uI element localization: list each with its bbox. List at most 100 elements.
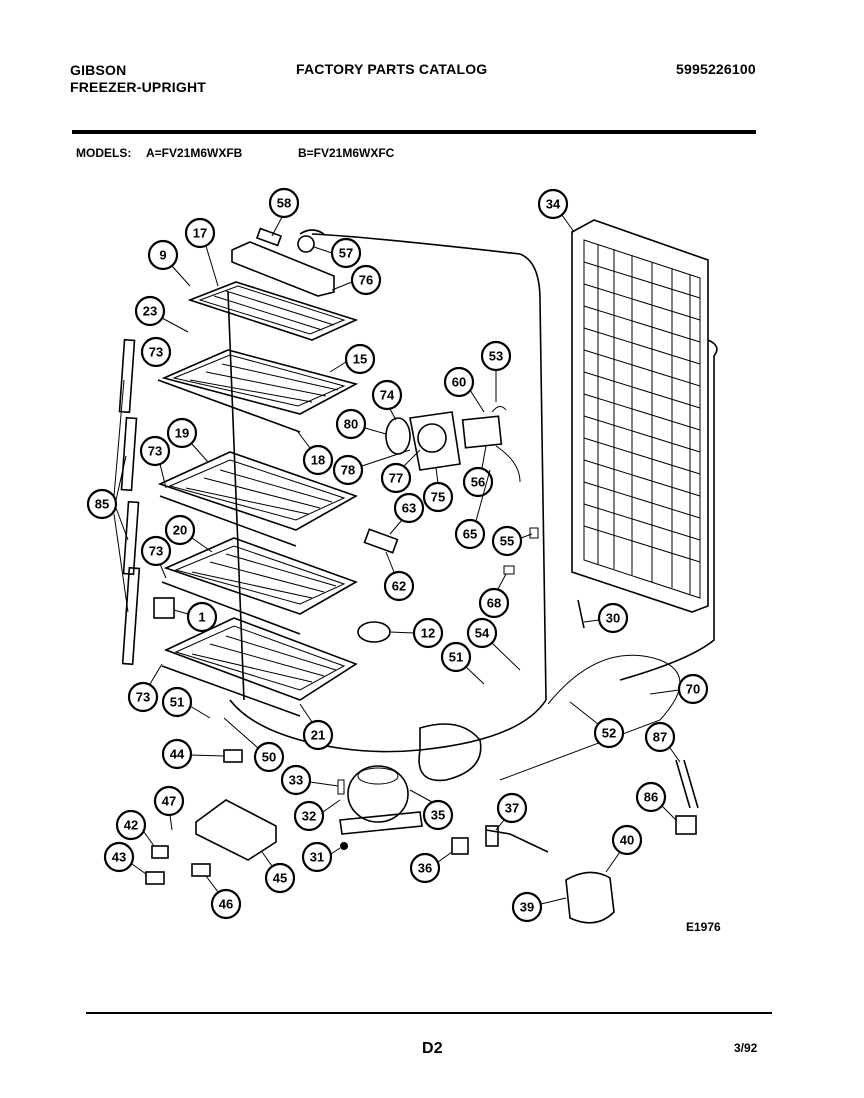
- svg-text:51: 51: [170, 695, 184, 710]
- catalog-number: 5995226100: [676, 61, 756, 77]
- page-code: D2: [422, 1040, 443, 1057]
- svg-text:33: 33: [289, 773, 303, 788]
- svg-text:73: 73: [148, 444, 162, 459]
- callout-30: 30: [583, 602, 629, 634]
- callout-20: 20: [164, 514, 213, 553]
- svg-text:23: 23: [143, 304, 157, 319]
- callout-78: 78: [332, 449, 411, 486]
- evaporator-panel: [571, 219, 718, 681]
- callout-35: 35: [409, 789, 454, 831]
- svg-text:9: 9: [159, 248, 166, 263]
- callout-73a: 73: [140, 336, 172, 368]
- svg-text:55: 55: [500, 534, 514, 549]
- svg-text:42: 42: [124, 818, 138, 833]
- svg-text:50: 50: [262, 750, 276, 765]
- callout-17: 17: [184, 217, 219, 287]
- callout-75: 75: [422, 467, 454, 513]
- svg-text:75: 75: [431, 490, 445, 505]
- svg-text:52: 52: [602, 726, 616, 741]
- callout-70: 70: [649, 673, 709, 705]
- callout-77: 77: [380, 449, 421, 494]
- svg-text:60: 60: [452, 375, 466, 390]
- svg-text:15: 15: [353, 352, 367, 367]
- callout-46: 46: [205, 875, 242, 920]
- svg-text:21: 21: [311, 728, 325, 743]
- callout-57: 57: [313, 237, 362, 269]
- catalog-date: 3/92: [734, 1041, 758, 1055]
- svg-text:77: 77: [389, 471, 403, 486]
- callout-31: 31: [301, 841, 341, 873]
- brand-name: GIBSON: [70, 62, 127, 78]
- callout-68: 68: [478, 573, 510, 619]
- svg-text:12: 12: [421, 626, 435, 641]
- callout-73d: 73: [127, 663, 163, 713]
- svg-text:44: 44: [170, 747, 185, 762]
- callout-37: 37: [495, 792, 528, 831]
- callout-44: 44: [161, 738, 225, 770]
- svg-text:85: 85: [95, 497, 109, 512]
- callout-60: 60: [443, 366, 485, 413]
- svg-text:51: 51: [449, 650, 463, 665]
- models-label: MODELS:: [76, 146, 132, 160]
- svg-text:17: 17: [193, 226, 207, 241]
- side-rails: [118, 338, 141, 666]
- callout-58: 58: [268, 187, 300, 237]
- svg-text:76: 76: [359, 273, 373, 288]
- svg-text:78: 78: [341, 463, 355, 478]
- svg-text:63: 63: [402, 501, 416, 516]
- svg-text:18: 18: [311, 453, 325, 468]
- callout-50: 50: [223, 717, 285, 773]
- callout-18: 18: [297, 431, 334, 476]
- callout-73c: 73: [140, 535, 172, 579]
- callout-51b: 51: [161, 686, 211, 719]
- svg-text:31: 31: [310, 850, 324, 865]
- svg-text:46: 46: [219, 897, 233, 912]
- svg-text:65: 65: [463, 527, 477, 542]
- svg-text:68: 68: [487, 596, 501, 611]
- callout-36: 36: [409, 851, 453, 884]
- callout-47: 47: [153, 785, 185, 831]
- callout-85: 85: [86, 379, 129, 613]
- svg-text:43: 43: [112, 850, 126, 865]
- callout-40: 40: [605, 824, 643, 873]
- callout-42: 42: [115, 809, 155, 847]
- callout-86: 86: [635, 781, 677, 821]
- callout-80: 80: [335, 408, 387, 440]
- model-a: A=FV21M6WXFB: [146, 146, 243, 160]
- svg-text:40: 40: [620, 833, 634, 848]
- svg-text:87: 87: [653, 730, 667, 745]
- header-rule: [72, 130, 756, 134]
- callout-32: 32: [293, 799, 341, 832]
- callout-76: 76: [331, 264, 382, 296]
- product-type: FREEZER-UPRIGHT: [70, 79, 206, 95]
- callout-21: 21: [299, 703, 334, 751]
- svg-text:39: 39: [520, 900, 534, 915]
- callout-53: 53: [480, 340, 512, 402]
- svg-text:62: 62: [392, 579, 406, 594]
- svg-text:58: 58: [277, 196, 291, 211]
- callout-23: 23: [134, 295, 189, 333]
- drain-pan: [565, 759, 699, 924]
- svg-text:34: 34: [546, 197, 561, 212]
- callout-34: 34: [537, 188, 575, 233]
- svg-text:80: 80: [344, 417, 358, 432]
- callout-54: 54: [466, 617, 521, 671]
- shelves: [157, 281, 359, 717]
- svg-text:37: 37: [505, 801, 519, 816]
- svg-text:32: 32: [302, 809, 316, 824]
- svg-text:70: 70: [686, 682, 700, 697]
- footer-rule: [86, 1012, 772, 1014]
- svg-text:56: 56: [471, 475, 485, 490]
- callout-19: 19: [166, 417, 209, 463]
- callout-73b: 73: [139, 435, 171, 489]
- svg-text:73: 73: [136, 690, 150, 705]
- callout-33: 33: [280, 764, 339, 796]
- svg-text:86: 86: [644, 790, 658, 805]
- svg-text:45: 45: [273, 871, 287, 886]
- svg-text:30: 30: [606, 611, 620, 626]
- svg-text:73: 73: [149, 345, 163, 360]
- callout-39: 39: [511, 891, 567, 923]
- catalog-title: FACTORY PARTS CATALOG: [296, 61, 488, 77]
- refrigerant-tubing: [229, 233, 547, 753]
